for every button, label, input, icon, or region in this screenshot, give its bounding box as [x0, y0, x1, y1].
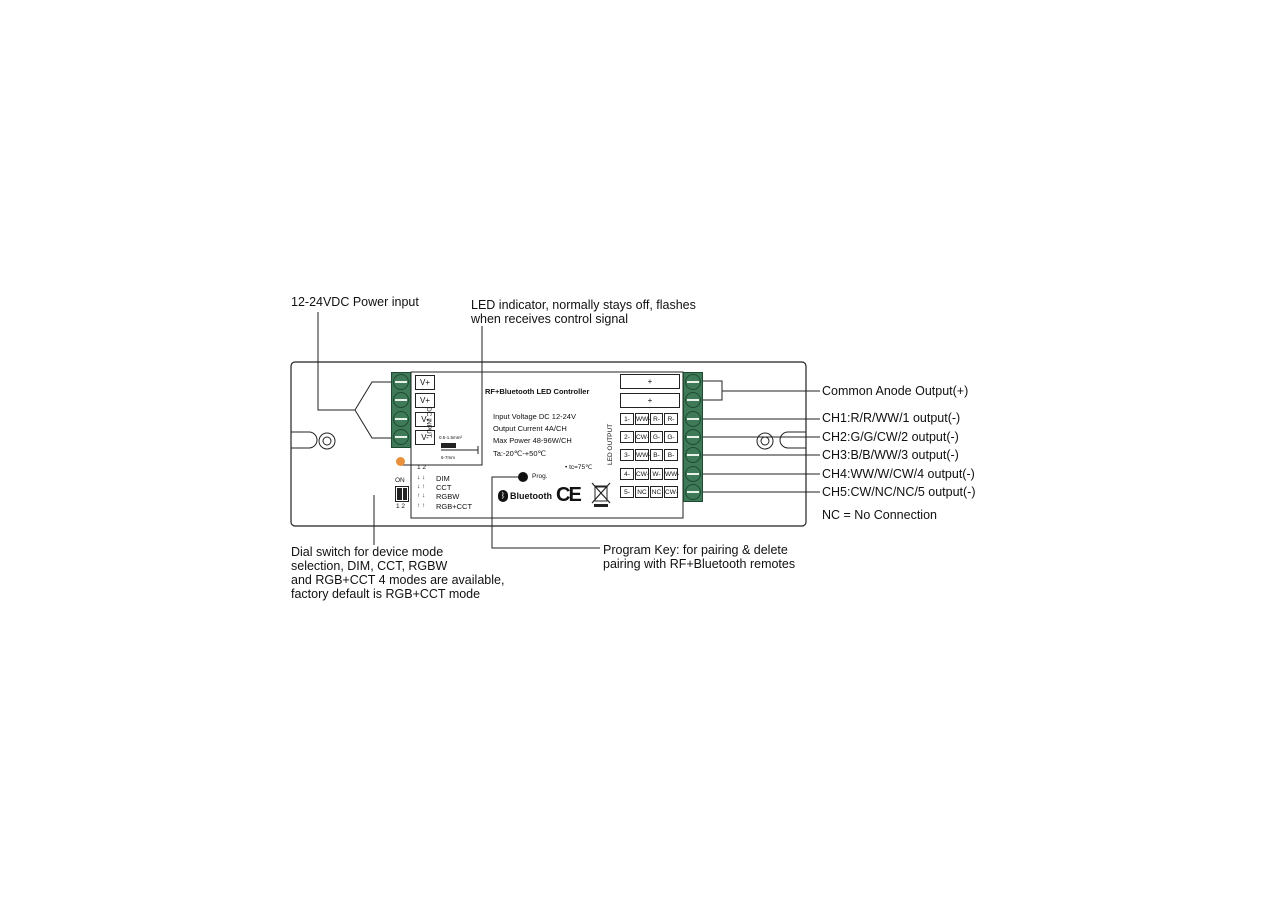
input-screw-4 [393, 429, 409, 445]
out-row-3-c: B- [664, 449, 678, 461]
output-screw-ch5 [685, 484, 701, 500]
dial-switch[interactable] [395, 486, 409, 502]
output-screw-anode-1 [685, 374, 701, 390]
out-row-5-c: CW- [664, 486, 678, 498]
right-mount-tab [779, 431, 806, 449]
led-indicator [396, 457, 405, 466]
out-row-4-a: CW- [635, 468, 649, 480]
input-label-1: V+ [415, 375, 435, 390]
dial-switch-2[interactable] [402, 488, 407, 500]
mode-icon-dim: ↓ ↓ [417, 474, 426, 481]
out-row-4-num: 4- [620, 468, 634, 480]
program-key-button[interactable] [518, 472, 528, 482]
out-row-2-b: G- [650, 431, 663, 443]
led-indicator-callout-line1: LED indicator, normally stays off, flash… [471, 298, 696, 312]
input-label-2: V+ [415, 393, 435, 408]
spec-max-power: Max Power 48-96W/CH [493, 436, 572, 445]
out-row-2-c: G- [664, 431, 678, 443]
spec-input-voltage: Input Voltage DC 12-24V [493, 412, 576, 421]
input-screw-1 [393, 374, 409, 390]
out-row-5-num: 5- [620, 486, 634, 498]
spec-output-current: Output Current 4A/CH [493, 424, 567, 433]
switch-header: 1 2 [417, 464, 427, 471]
mode-dim: DIM [436, 474, 450, 483]
spec-tc: • tc=75℃ [565, 464, 593, 471]
left-mount-tab [291, 431, 318, 449]
ch3-callout: CH3:B/B/WW/3 output(-) [822, 448, 959, 462]
out-row-4-b: W- [650, 468, 663, 480]
plus-row-2: + [620, 393, 680, 408]
out-row-1-a: WW- [635, 413, 650, 425]
bluetooth-logo-text: Bluetooth [510, 491, 552, 501]
out-row-5-a: NC [635, 486, 649, 498]
output-screw-ch4 [685, 466, 701, 482]
program-key-callout-line1: Program Key: for pairing & delete [603, 543, 788, 557]
out-row-3-a: WW- [635, 449, 650, 461]
strip-spec: 6-7mm [441, 455, 456, 460]
led-output-label: LED OUTPUT [607, 423, 614, 465]
dial-switch-callout-line4: factory default is RGB+CCT mode [291, 587, 481, 601]
mode-icon-rgbcct: ↑ ↑ [417, 502, 426, 509]
dial-switch-callout-line3: and RGB+CCT 4 modes are available, [291, 573, 505, 587]
out-row-1-c: R- [664, 413, 678, 425]
device-title: RF+Bluetooth LED Controller [485, 387, 590, 396]
input-terminal-block [391, 372, 411, 448]
output-screw-ch1 [685, 411, 701, 427]
out-row-5-b: NC [650, 486, 663, 498]
mode-rgbcct: RGB+CCT [436, 502, 473, 511]
out-row-4-c: WW- [664, 468, 679, 480]
program-key-callout-line2: pairing with RF+Bluetooth remotes [603, 557, 796, 571]
input-screw-2 [393, 392, 409, 408]
output-screw-ch2 [685, 429, 701, 445]
dial-switch-callout-line2: selection, DIM, CCT, RGBW [291, 559, 448, 573]
ch4-callout: CH4:WW/W/CW/4 output(-) [822, 467, 975, 481]
ch5-callout: CH5:CW/NC/NC/5 output(-) [822, 485, 976, 499]
dial-switch-callout-line1: Dial switch for device mode [291, 545, 444, 559]
weee-bin-icon [591, 482, 611, 507]
program-key-label: Prog. [532, 473, 548, 480]
out-row-3-b: B- [650, 449, 663, 461]
right-screw-hole [756, 432, 774, 450]
out-row-1-num: 1- [620, 413, 634, 425]
dc-input-label: DC INPUT [425, 407, 432, 438]
ch2-callout: CH2:G/G/CW/2 output(-) [822, 430, 959, 444]
output-screw-ch3 [685, 447, 701, 463]
switch-on-label: ON [395, 477, 405, 484]
ch1-callout: CH1:R/R/WW/1 output(-) [822, 411, 961, 425]
output-screw-anode-2 [685, 392, 701, 408]
bluetooth-icon: ᛒ [498, 490, 508, 502]
switch-bottom-label: 1 2 [396, 503, 406, 510]
spec-ambient-temp: Ta:-20℃-+50℃ [493, 449, 546, 458]
out-row-2-a: CW- [635, 431, 649, 443]
wire-spec: 0.5-1.5mm² [439, 435, 463, 440]
out-row-3-num: 3- [620, 449, 634, 461]
left-screw-hole [318, 432, 336, 450]
plus-row-1: + [620, 374, 680, 389]
input-label-3: V- [415, 412, 435, 427]
mode-icon-cct: ↓ ↑ [417, 483, 426, 490]
input-screw-3 [393, 411, 409, 427]
device-body [290, 361, 807, 527]
power-input-callout: 12-24VDC Power input [291, 295, 419, 309]
led-indicator-callout-line2: when receives control signal [471, 312, 629, 326]
dial-switch-1[interactable] [397, 488, 402, 500]
out-row-1-b: R- [650, 413, 663, 425]
common-anode-callout: Common Anode Output(+) [822, 384, 969, 398]
input-label-4: V- [415, 430, 435, 445]
ce-mark: CE [556, 484, 582, 506]
nc-note: NC = No Connection [822, 508, 937, 522]
mode-icon-rgbw: ↑ ↓ [417, 492, 426, 499]
out-row-2-num: 2- [620, 431, 634, 443]
mode-rgbw: RGBW [436, 492, 460, 501]
mode-cct: CCT [436, 483, 452, 492]
